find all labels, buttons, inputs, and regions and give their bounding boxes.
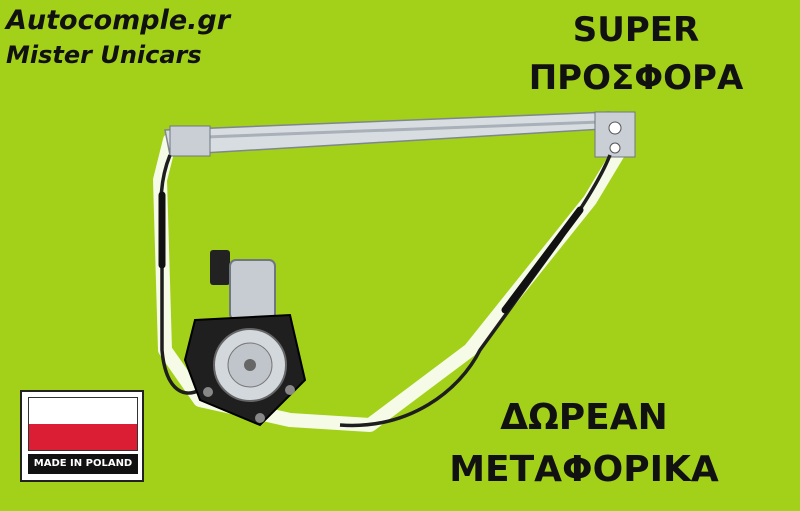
made-in-poland-badge: MADE IN POLAND	[20, 390, 144, 482]
brand-company: Mister Unicars	[6, 41, 202, 69]
promo-line-1: SUPER	[572, 10, 700, 50]
top-rail	[164, 111, 636, 158]
promo-line-4: ΜΕΤΑΦΟΡΙΚΑ	[449, 449, 719, 490]
promo-shipping: ΔΩΡΕΑΝ ΜΕΤΑΦΟΡΙΚΑ	[394, 392, 774, 496]
poland-flag-icon	[28, 397, 138, 451]
promo-line-2: ΠΡΟΣΦΟΡΑ	[528, 58, 744, 98]
promo-line-3: ΔΩΡΕΑΝ	[500, 397, 668, 438]
brand-block: Autocomple.gr Mister Unicars	[6, 4, 230, 72]
brand-site: Autocomple.gr	[6, 5, 231, 36]
window-regulator-image	[153, 111, 636, 432]
motor-assembly	[183, 250, 307, 427]
made-in-label: MADE IN POLAND	[28, 454, 138, 474]
promo-offer: SUPER ΠΡΟΣΦΟΡΑ	[486, 6, 786, 102]
cable-sleeves	[158, 191, 584, 314]
